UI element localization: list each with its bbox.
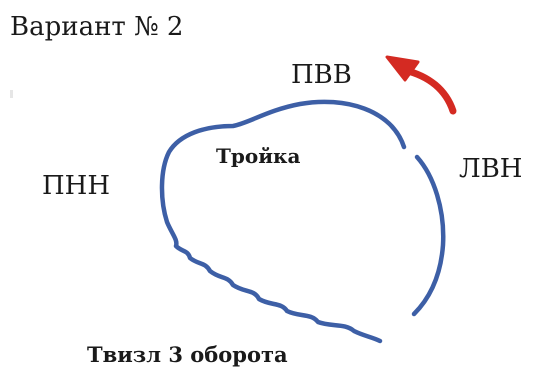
skating-path-right-arc	[411, 154, 446, 317]
skating-path-main-curve	[159, 99, 407, 344]
label-pvv: ПВВ	[291, 60, 352, 90]
label-twizzle: Твизл 3 оборота	[87, 342, 288, 367]
label-lvn: ЛВН	[459, 154, 523, 184]
variant-title: Вариант № 2	[10, 12, 184, 42]
label-troika: Тройка	[216, 144, 301, 168]
red-curved-arrow-icon	[385, 55, 457, 115]
label-pnn: ПНН	[42, 171, 111, 201]
scan-artifact	[10, 90, 13, 98]
